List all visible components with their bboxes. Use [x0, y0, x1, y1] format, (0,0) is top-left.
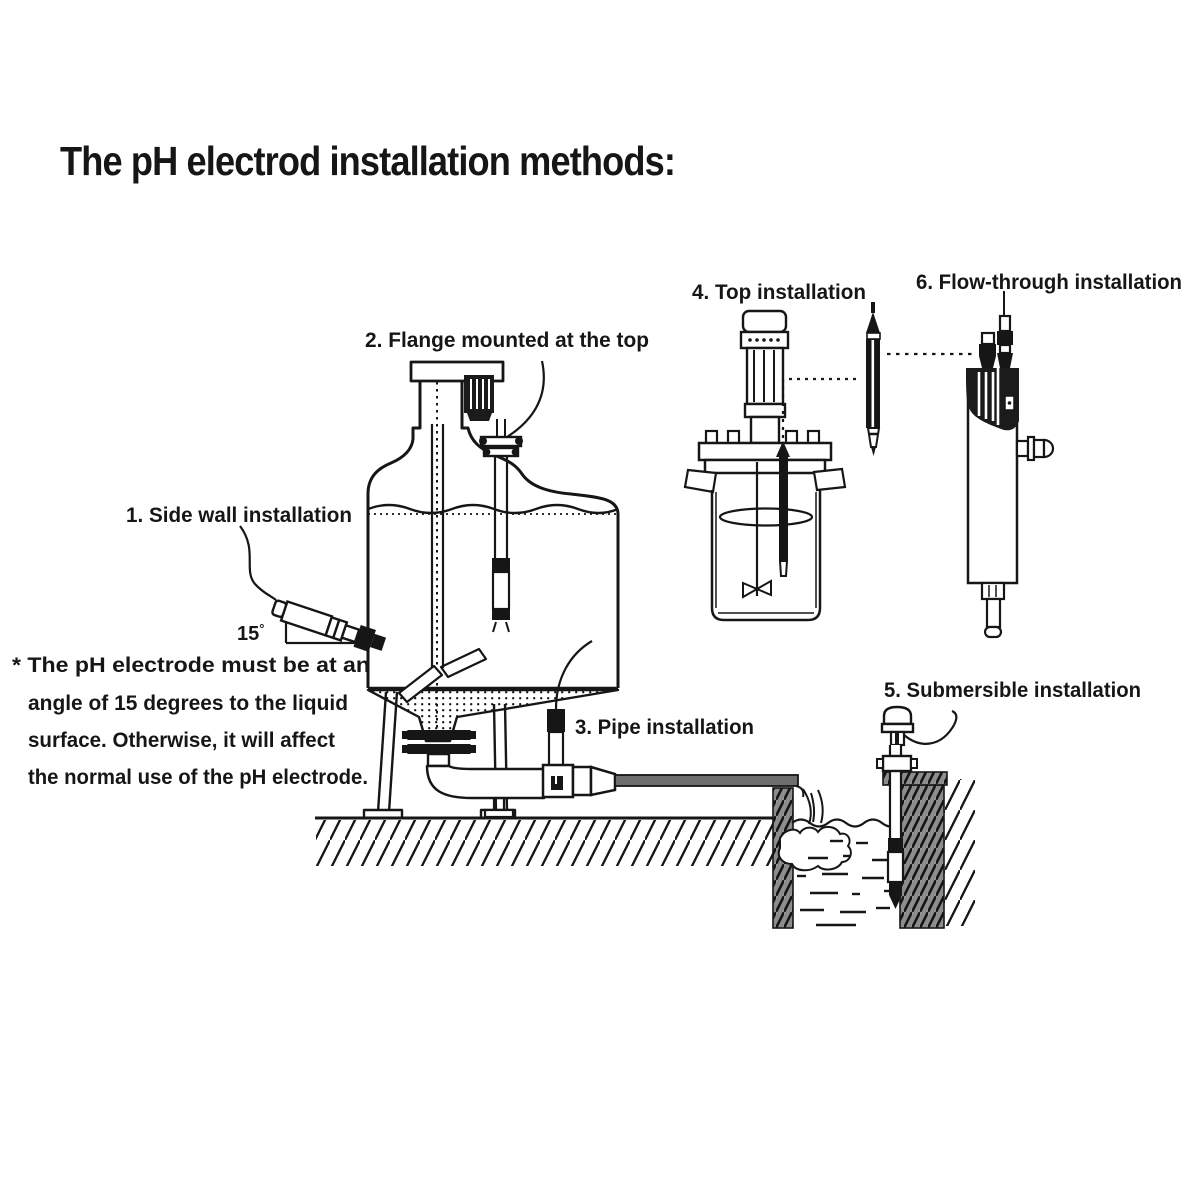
label-side-wall-installation: 1. Side wall installation — [126, 504, 352, 527]
bottom-fitting — [980, 581, 1006, 639]
top-electrode — [776, 441, 790, 577]
label-pipe-installation: 3. Pipe installation — [575, 716, 754, 739]
side-wall-label-leader — [239, 525, 277, 601]
label-submersible-installation: 5. Submersible installation — [884, 679, 1141, 702]
cone-bottom — [366, 688, 620, 743]
label-flow-through-installation: 6. Flow-through installation — [916, 271, 1182, 294]
side-wall-electrode — [239, 525, 387, 652]
outlet-elbow-pipe — [425, 764, 546, 800]
outlet-flange — [402, 730, 476, 754]
pipe-installation — [483, 640, 805, 819]
submersible-cable — [903, 709, 958, 745]
reference-electrode — [866, 302, 881, 456]
label-top-installation: 4. Top installation — [692, 281, 866, 304]
pipe-electrode-head — [547, 709, 565, 732]
pipe-electrode-body — [547, 730, 565, 768]
top-installation-vessel — [683, 309, 847, 622]
pipe-electrode-cable — [554, 640, 593, 710]
waterfall — [802, 788, 824, 825]
pit-soil-hatch — [944, 779, 975, 926]
dotted-connectors — [781, 352, 973, 441]
stirrer — [397, 424, 488, 704]
reactor-tank — [362, 360, 620, 820]
submersible-electrode — [876, 705, 958, 909]
flow-through-cell — [966, 291, 1055, 639]
ground — [315, 816, 774, 866]
flange-electrode — [479, 360, 545, 633]
note-line-1: * The pH electrode must be at an — [12, 653, 370, 677]
vessel-liquid-surface — [718, 507, 814, 527]
holder-cap — [741, 309, 788, 334]
note-line-2: angle of 15 degrees to the liquid — [28, 691, 348, 715]
label-flange-mounted: 2. Flange mounted at the top — [365, 329, 649, 352]
submersible-cap — [882, 705, 913, 726]
liquid-surface-wave — [367, 503, 619, 515]
note-line-3: surface. Otherwise, it will affect — [28, 728, 335, 752]
angle-triangle — [284, 622, 371, 645]
pit-right-wall — [899, 784, 945, 929]
splash — [777, 826, 852, 872]
angle-annotation: 15° — [237, 621, 264, 645]
note-line-4: the normal use of the pH electrode. — [28, 765, 368, 789]
water — [777, 788, 899, 927]
water-surface — [791, 818, 899, 828]
motor-block — [464, 375, 494, 421]
pipe-reducer — [589, 765, 617, 797]
discharge-pipe — [614, 774, 799, 787]
note-text: * The pH electrode must be at an angle o… — [12, 653, 370, 789]
side-port — [1015, 435, 1055, 462]
page-title: The pH electrod installation methods: — [60, 138, 675, 184]
flange-label-leader — [506, 360, 545, 438]
submersible-clamp — [881, 754, 913, 773]
ground-hatch — [316, 820, 774, 866]
vessel-body — [710, 490, 822, 622]
